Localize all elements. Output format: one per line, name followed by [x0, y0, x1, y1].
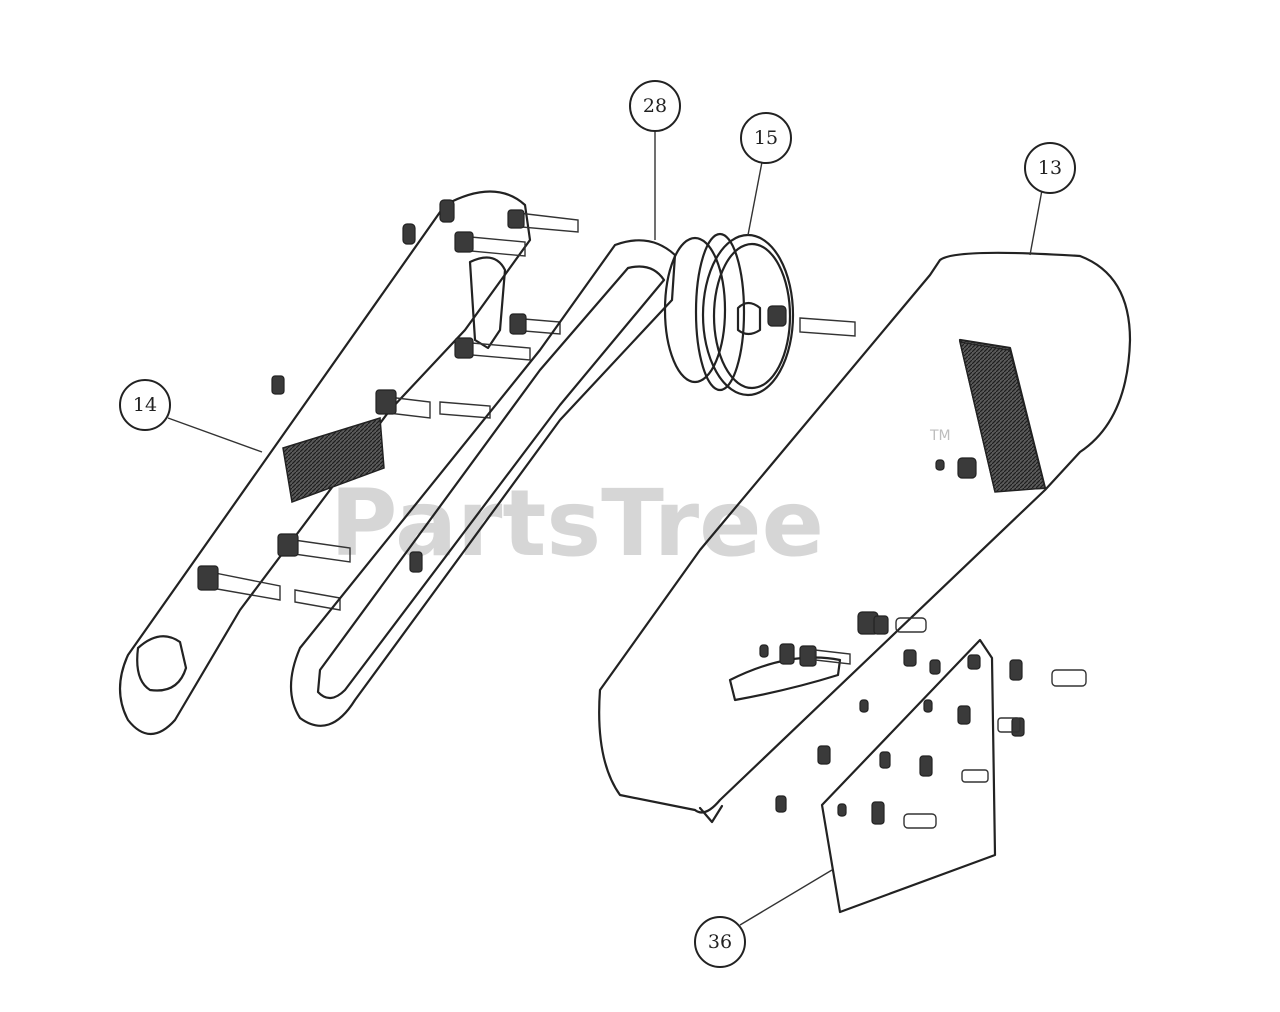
part-15-pulley [663, 232, 856, 397]
plate-bracket [468, 256, 507, 350]
callout-14: 14 [119, 379, 171, 431]
leader-15 [747, 161, 763, 236]
pulley-hub [736, 301, 762, 336]
leader-14 [167, 417, 263, 453]
callout-15-label: 15 [754, 127, 778, 149]
callout-28-label: 28 [643, 95, 667, 117]
callout-14-label: 14 [133, 394, 157, 416]
part-13-belt-guard [598, 251, 1132, 824]
watermark-text: PartsTree [330, 470, 824, 577]
plate-hole [136, 635, 188, 692]
guard-opening [959, 341, 1046, 493]
guard-slot [728, 656, 842, 702]
callout-36-label: 36 [708, 931, 732, 953]
part-14-side-plate [118, 190, 532, 735]
plate-block [282, 417, 385, 504]
callout-15: 15 [740, 112, 792, 164]
callout-36: 36 [694, 916, 746, 968]
callout-28: 28 [629, 80, 681, 132]
callout-13-label: 13 [1038, 157, 1062, 179]
leader-36 [739, 869, 833, 926]
pulley-bolt [799, 317, 856, 337]
part-36-bracket [775, 638, 1087, 914]
leader-lines [167, 128, 1043, 926]
pulley-nut [767, 305, 787, 327]
part-14-fasteners [197, 199, 579, 611]
part-28-belt [290, 239, 677, 727]
callout-13: 13 [1024, 142, 1076, 194]
leader-13 [1029, 189, 1043, 256]
watermark-trademark: TM [929, 428, 951, 444]
